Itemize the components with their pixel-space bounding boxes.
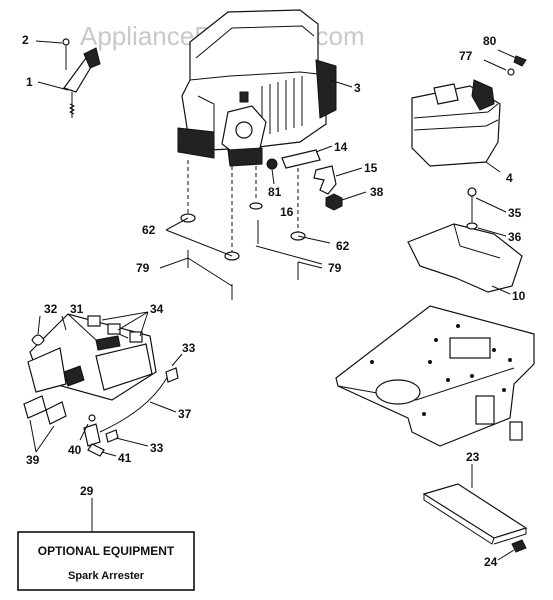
callout-37: 37 (178, 407, 192, 421)
screw-24-part (511, 539, 527, 553)
callout-2: 2 (22, 33, 29, 47)
bolt-80-part (513, 55, 527, 67)
spark-arrester-assembly (27, 313, 157, 401)
callout-14: 14 (334, 140, 348, 154)
callout-10: 10 (512, 289, 526, 303)
callout-41: 41 (118, 451, 132, 465)
callout-24: 24 (484, 555, 498, 569)
clamp-33-upper-part (165, 367, 179, 383)
chassis-plate-part (335, 305, 535, 447)
exhaust-elbow-part (313, 165, 337, 195)
callout-15: 15 (364, 161, 378, 175)
washer-36-part (466, 222, 478, 230)
callout-62-left: 62 (142, 223, 156, 237)
callout-36: 36 (508, 230, 522, 244)
engine-assembly (177, 9, 337, 167)
callout-81: 81 (268, 185, 282, 199)
callout-77: 77 (459, 49, 473, 63)
mounting-hardware (159, 160, 331, 300)
callout-35: 35 (508, 206, 522, 220)
hose-37-part (99, 371, 171, 433)
fitting-41-part (87, 443, 105, 457)
nut-81-part (266, 158, 278, 170)
callout-3: 3 (354, 81, 361, 95)
lockwasher-77-part (507, 68, 515, 76)
callout-34: 34 (150, 302, 164, 316)
clamp-33-lower-part (105, 429, 119, 443)
muffler-part (411, 79, 501, 167)
callout-33-lower: 33 (150, 441, 164, 455)
callout-4: 4 (506, 171, 513, 185)
callout-31: 31 (70, 302, 84, 316)
optional-equipment-box (17, 531, 195, 591)
clamps-39-part (23, 395, 67, 425)
screw-35-part (467, 187, 477, 197)
callout-1: 1 (26, 75, 33, 89)
fitting-40-part (83, 423, 101, 447)
callout-16: 16 (280, 205, 294, 219)
callout-80: 80 (483, 34, 497, 48)
callout-32: 32 (44, 302, 58, 316)
callout-39: 39 (26, 453, 40, 467)
exhaust-pipe-part (281, 149, 321, 169)
callout-79-right: 79 (328, 261, 342, 275)
throttle-control-part (62, 38, 101, 118)
optional-equipment-title: OPTIONAL EQUIPMENT (38, 544, 175, 558)
callout-40: 40 (68, 443, 82, 457)
heat-shield-part (407, 223, 523, 293)
callout-33-upper: 33 (182, 341, 196, 355)
bracket-23-part (422, 483, 528, 539)
callout-38: 38 (370, 185, 384, 199)
callout-79-left: 79 (136, 261, 150, 275)
callout-62-right: 62 (336, 239, 350, 253)
gasket-32-part (31, 334, 45, 346)
callout-23: 23 (466, 450, 480, 464)
callout-29: 29 (80, 484, 94, 498)
spark-arrester-subtitle: Spark Arrester (68, 570, 145, 582)
nut-38-part (325, 193, 343, 211)
